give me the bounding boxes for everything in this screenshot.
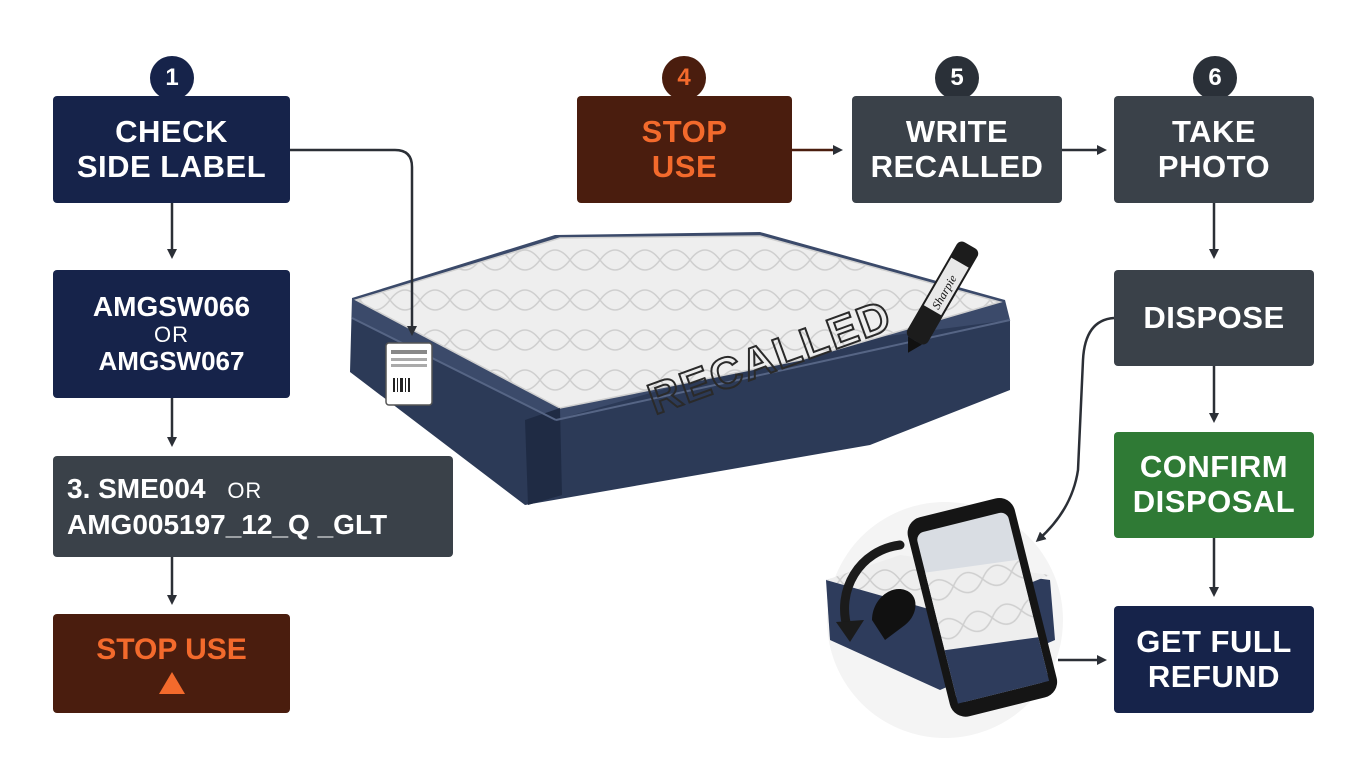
lot-numbers-box: 3. SME004 OR AMG005197_12_Q _GLT [53,456,453,557]
stop-use-box: STOP USE [577,96,792,203]
stop-use-left-label: STOP USE [96,632,247,666]
step-1-badge: 1 [150,56,194,100]
confirm-disposal-box: CONFIRM DISPOSAL [1114,432,1314,538]
warning-icon [158,672,185,695]
check-side-label-box: CHECK SIDE LABEL [53,96,290,203]
check-side-label-line2: SIDE LABEL [76,148,267,184]
model-number-2: AMGSW067 [98,346,245,377]
confirm-disposal-line2: DISPOSAL [1132,484,1296,519]
model-number-1: AMGSW066 [92,291,251,323]
write-recalled-line2: RECALLED [870,148,1044,184]
mattress-illustration [350,232,1011,505]
rotate-arrow-icon [840,540,905,635]
model-numbers-box: AMGSW066 OR AMGSW067 [53,270,290,398]
get-full-refund-line1: GET FULL [1136,623,1292,659]
lot-number-2: AMG005197_12_Q _GLT [67,508,388,540]
stop-use-line2: USE [651,148,718,184]
stop-use-left-box: STOP USE [53,614,290,713]
write-recalled-line1: WRITE [905,113,1009,149]
take-photo-line1: TAKE [1171,113,1257,149]
model-or-text: OR [154,321,189,347]
stop-use-line1: STOP [641,113,728,149]
confirm-disposal-line1: CONFIRM [1139,449,1289,485]
write-recalled-box: WRITE RECALLED [852,96,1062,203]
dispose-label: DISPOSE [1143,299,1285,335]
get-full-refund-line2: REFUND [1147,658,1281,694]
flow-connectors [167,145,1219,665]
step-5-badge: 5 [935,56,979,100]
step-4-badge: 4 [662,56,706,100]
phone-icon [907,497,1058,717]
take-photo-box: TAKE PHOTO [1114,96,1314,203]
dispose-box: DISPOSE [1114,270,1314,366]
lot-number-1: 3. SME004 [67,473,206,505]
take-photo-line2: PHOTO [1157,148,1271,184]
step-6-badge: 6 [1193,56,1237,100]
photo-illustration [826,497,1063,738]
side-label-sticker [385,342,433,406]
check-side-label-line1: CHECK [115,113,228,149]
lot-or-text: OR [227,478,263,504]
get-full-refund-box: GET FULL REFUND [1114,606,1314,713]
hand-icon [872,589,916,640]
